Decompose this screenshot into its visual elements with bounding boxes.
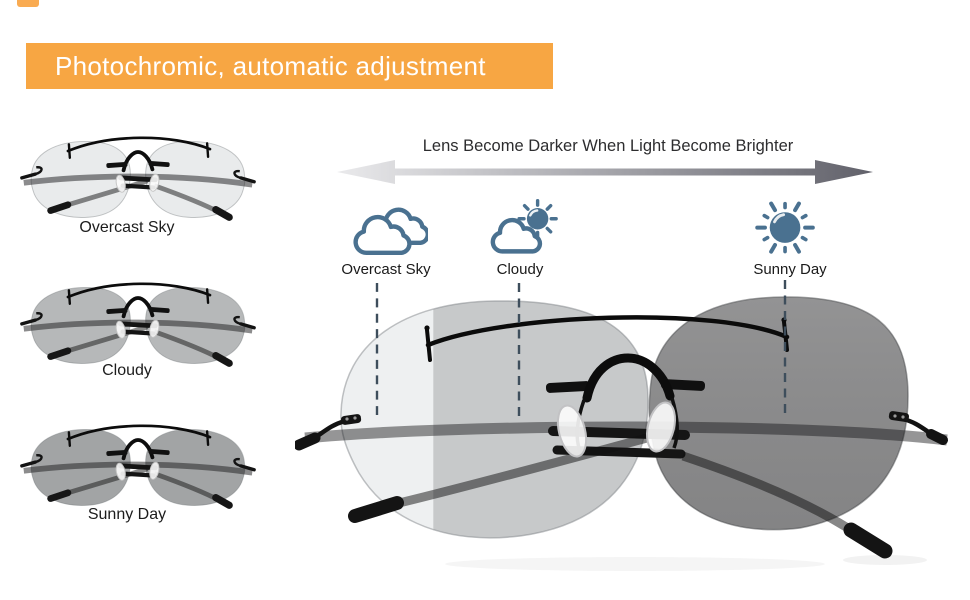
corner-logo-mark — [17, 0, 39, 7]
dashed-connector-cloudy — [517, 283, 521, 417]
product-label-cloudy: Cloudy — [102, 362, 152, 379]
dashed-connector-sunny — [783, 280, 787, 416]
double-arrow-shape — [337, 160, 873, 184]
cloud-with-sun-icon — [485, 199, 558, 258]
right-temple-diagonal — [681, 451, 860, 538]
condition-label-cloudy: Cloudy — [496, 261, 544, 278]
glasses-shadow — [445, 557, 825, 571]
right-nose-pad — [646, 401, 676, 453]
light-intensity-arrow — [337, 160, 873, 184]
headline-text: Photochromic, automatic adjustment — [55, 51, 486, 81]
right-temple-tip — [843, 522, 893, 559]
product-label-sunny: Sunny Day — [87, 506, 167, 523]
headline-banner: Photochromic, automatic adjustment — [26, 43, 553, 89]
left-temple-tip — [348, 496, 404, 523]
folded-temple-behind-lenses — [304, 421, 948, 446]
product-label-overcast: Overcast Sky — [79, 219, 175, 236]
nose-bridge — [545, 353, 706, 458]
condition-label-sunny: Sunny Day — [753, 261, 827, 278]
dashed-connector-overcast — [375, 283, 379, 418]
sunglasses-photo-sunny — [18, 416, 258, 512]
left-temple-diagonal — [393, 433, 649, 509]
sunglasses-photo-overcast — [18, 128, 258, 224]
overcast-clouds-icon — [346, 203, 428, 258]
left-nose-pad — [556, 404, 588, 458]
sun-icon — [755, 201, 815, 254]
left-hinge — [295, 414, 362, 451]
arrow-caption: Lens Become Darker When Light Become Bri… — [422, 137, 794, 155]
right-hinge — [888, 411, 948, 445]
sunglasses-photo-cloudy — [18, 274, 258, 370]
temple-tip-shadow — [843, 555, 927, 565]
condition-label-overcast: Overcast Sky — [341, 261, 431, 278]
main-sunglasses-photo — [295, 296, 948, 571]
